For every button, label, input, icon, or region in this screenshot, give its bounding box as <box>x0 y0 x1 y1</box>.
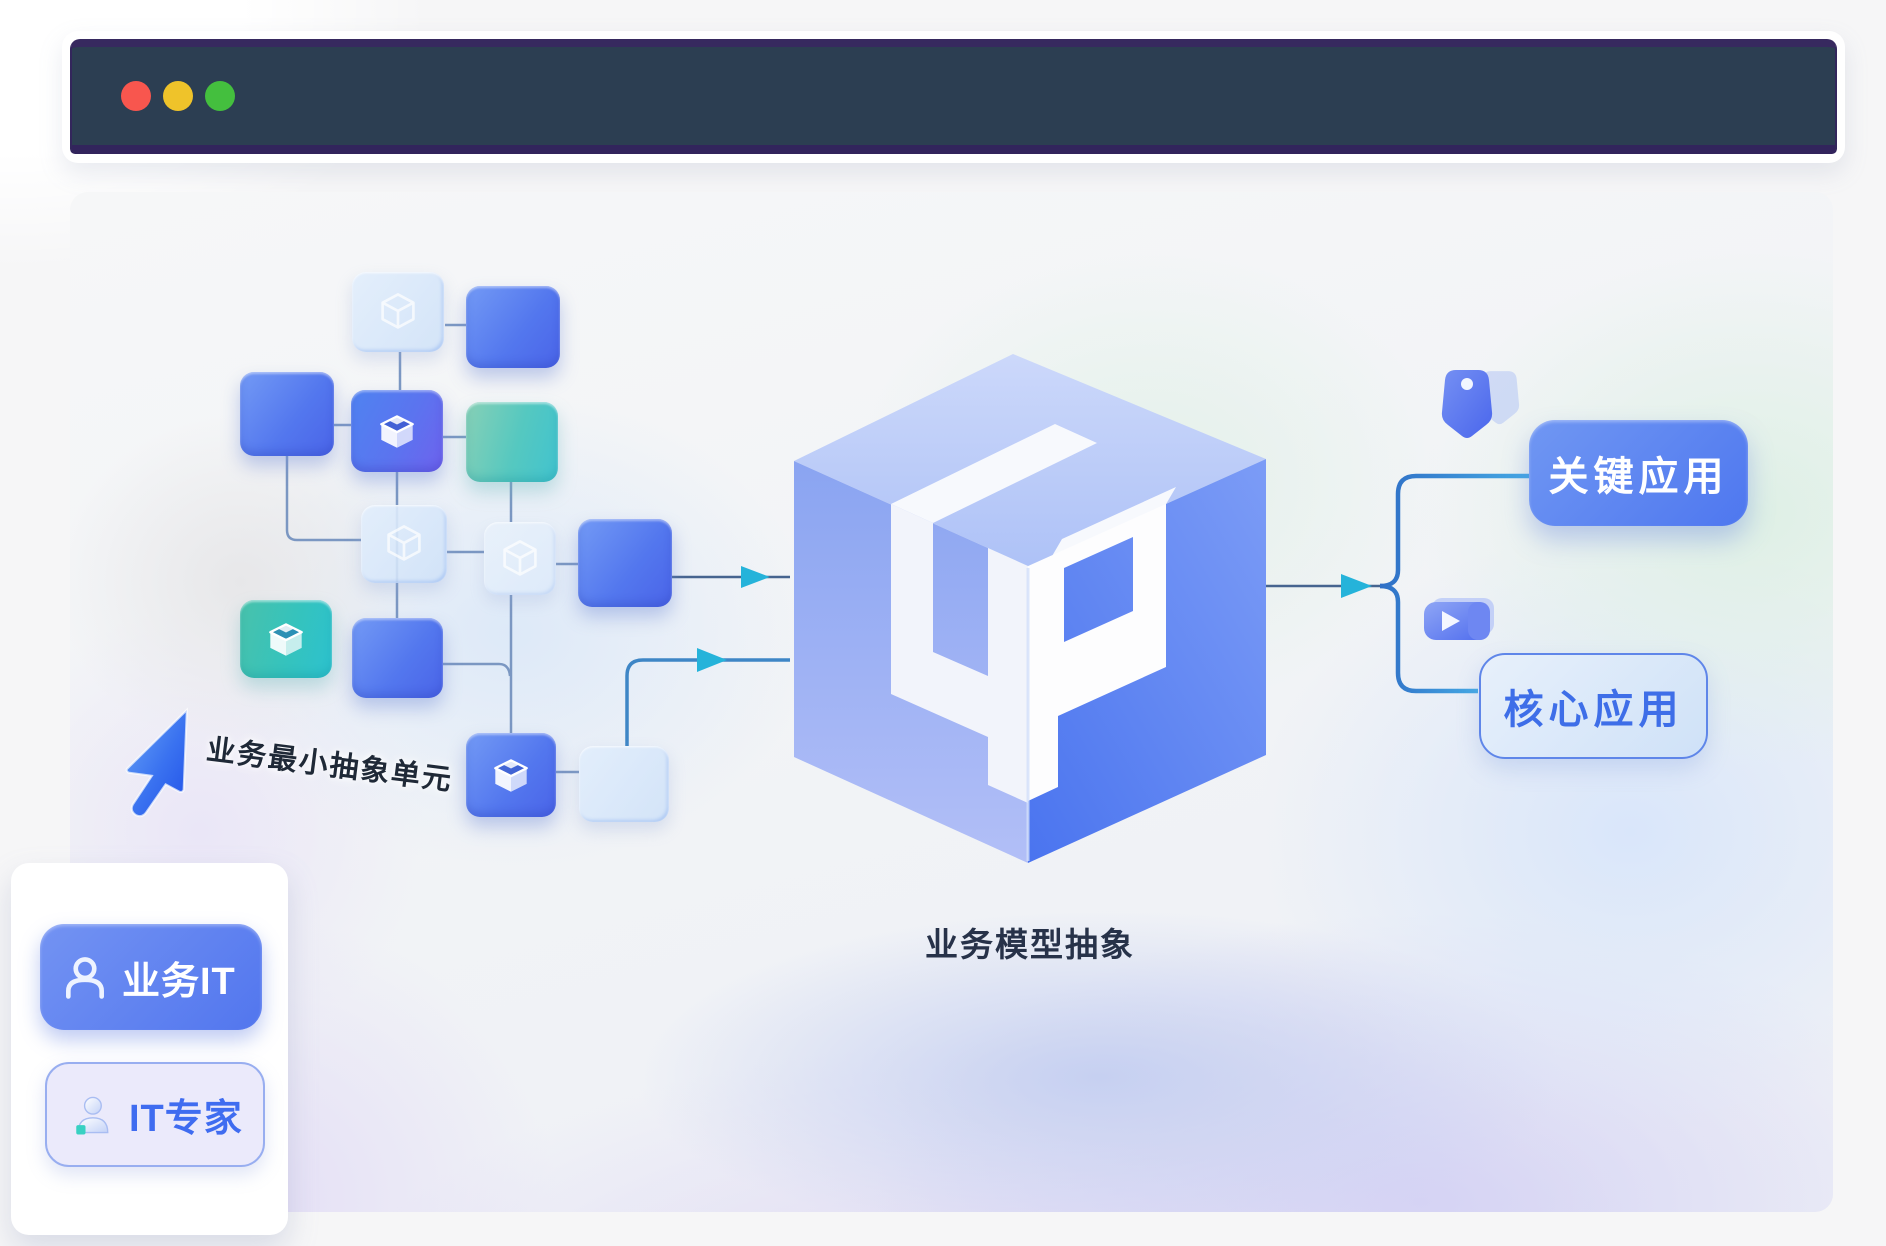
role-business-it-label: 业务IT <box>122 960 236 1003</box>
unit-tile-7 <box>484 522 556 595</box>
cube-outline-icon <box>498 537 542 581</box>
zoom-button[interactable] <box>205 81 235 111</box>
unit-tile-12 <box>579 746 669 822</box>
cube-outline-icon <box>382 522 426 566</box>
unit-tile-10 <box>352 618 443 698</box>
expert-icon <box>76 1096 109 1134</box>
output-core-app-label: 核心应用 <box>1503 688 1684 732</box>
output-key-app-label: 关键应用 <box>1548 455 1729 499</box>
open-box-icon <box>374 408 420 454</box>
cube-outline-icon <box>376 290 420 334</box>
role-card <box>11 863 288 1235</box>
browser-titlebar <box>70 39 1837 154</box>
unit-tile-4 <box>351 390 443 472</box>
unit-tile-6 <box>361 505 447 583</box>
center-label: 业务模型抽象 <box>925 926 1135 963</box>
person-icon <box>66 957 104 999</box>
open-box-icon <box>263 616 309 662</box>
role-button-it-expert[interactable]: IT专家 <box>45 1062 265 1167</box>
minimize-button[interactable] <box>163 81 193 111</box>
output-key-app[interactable]: 关键应用 <box>1529 420 1748 526</box>
role-it-expert-label: IT专家 <box>129 1098 243 1140</box>
output-core-app[interactable]: 核心应用 <box>1479 653 1708 759</box>
unit-tile-2 <box>466 286 560 368</box>
unit-tile-1 <box>352 272 444 352</box>
unit-tile-11 <box>466 733 556 817</box>
unit-tile-8 <box>578 519 672 607</box>
open-box-icon <box>488 752 534 798</box>
role-button-business-it[interactable]: 业务IT <box>40 924 262 1030</box>
unit-tile-3 <box>240 372 334 456</box>
unit-tile-9 <box>240 600 332 678</box>
unit-tile-5 <box>466 402 558 482</box>
close-button[interactable] <box>121 81 151 111</box>
